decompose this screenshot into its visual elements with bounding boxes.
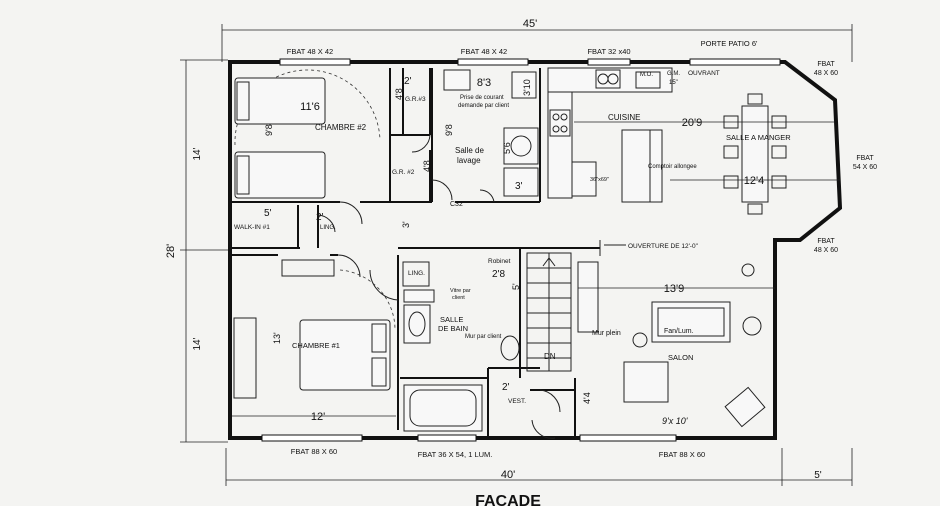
label-gm15: 15" [669,80,678,86]
dim-left-lower: 14' [192,337,203,350]
dim-lav-310: 3'10 [522,79,532,96]
label-mur-plein: Mur plein [592,330,621,337]
dim-lav-56: 5'6 [502,142,512,154]
dim-chambre-1-w: 12' [311,411,325,423]
label-bain-2: DE BAIN [438,324,468,333]
dim-gr3: 2' [404,76,412,87]
label-robinet: Robinet [488,258,511,265]
window-bay-top-size: 48 X 60 [814,70,838,77]
dim-walkin-w: 5' [264,208,272,219]
window-bay-mid-size: 54 X 60 [853,164,877,171]
dim-top-total: 45' [523,18,537,30]
label-dn: DN [544,352,556,361]
dim-vest-w: 2' [502,382,510,393]
label-gm: G.M. [667,71,680,77]
dim-bottom-right: 5' [814,470,822,481]
label-ling1: LING. [320,225,336,231]
window-bay-top: FBAT [817,61,835,68]
dim-cuisine-w: 20'9 [682,117,702,129]
dim-bain-5: 5' [511,283,521,290]
label-comptoir: Comptoir allongee [648,164,697,170]
label-gr3: G.R.#3 [405,96,426,103]
dim-salle-manger: 12'4 [744,175,764,187]
label-lavage-1: Salle de [455,146,484,155]
label-chambre-1: CHAMBRE #1 [292,341,340,350]
window-bay-bot-size: 48 X 60 [814,247,838,254]
dim-chambre-1-h: 13' [272,332,282,344]
window-marks [261,58,781,442]
window-bottom-3: FBAT 88 X 60 [659,450,705,459]
dim-lav-3: 3' [515,181,523,192]
label-mur-client: Mur par client [465,334,502,340]
dining-table [723,93,787,215]
living-furniture [577,240,766,428]
label-chambre-2: CHAMBRE #2 [315,123,367,132]
dim-left-upper: 14' [192,147,203,160]
bathroom-fixtures [402,261,520,432]
window-bottom-1: FBAT 88 X 60 [291,447,337,456]
label-vest: VEST. [508,398,526,405]
label-fan: Fan/Lum. [664,328,694,335]
window-top-3: FBAT 32 x40 [587,47,630,56]
dim-bottom-main: 40' [501,469,515,481]
overall-dimensions: 45' 28' 14' 14' 40' 5' [165,18,853,486]
label-ouverture: OUVERTURE DE 12'-0" [628,243,699,250]
bed-chambre-2 [234,77,326,199]
dim-chambre-2-w: 11'6 [300,101,320,113]
laundry-fixtures [443,69,539,197]
stair [526,252,572,372]
label-vitre-2: client [452,295,465,301]
dim-gr3-h: 4'8 [394,88,404,100]
window-top-1: FBAT 48 X 42 [287,47,333,56]
label-ouvrant: OUVRANT [688,70,720,77]
label-mo: M.O. [640,72,653,78]
label-bain-1: SALLE [440,315,463,324]
door-swings [234,69,561,439]
label-lavage-2: lavage [457,156,481,165]
window-bottom-2: FBAT 36 X 54, 1 LUM. [418,450,493,459]
label-salon: SALON [668,353,693,362]
dim-chambre-2-h: 9'8 [264,124,274,136]
label-fridge: 36"x69" [590,177,609,183]
label-gr2: G.R. #2 [392,169,415,176]
bed-chambre-1 [233,259,391,399]
facade-title: FACADE [475,493,541,506]
dim-gr2-h: 4'8 [422,160,432,172]
dim-ling1-w: 2' [316,212,324,223]
dim-lavage-w: 8'3 [477,77,491,89]
label-vitre-1: Vitre par [450,288,471,294]
label-prise-2: demande par client [458,103,509,109]
window-patio: PORTE PATIO 6' [701,39,758,48]
dim-vest-h: 4'4 [582,392,592,404]
window-top-2: FBAT 48 X 42 [461,47,507,56]
dim-lavage-h: 9'8 [444,124,454,136]
label-ling2: LING. [408,270,425,277]
window-bay-mid: FBAT [856,155,874,162]
label-walkin: WALK-IN #1 [234,224,270,231]
dim-left-total: 28' [165,244,177,258]
dim-hall-3: 3' [401,221,411,228]
dim-robinet: 2'8 [492,269,505,280]
kitchen-fixtures [547,67,673,203]
hand-note: 9'x 10' [662,416,688,426]
label-c32: C32 [450,201,463,208]
label-prise-1: Prise de courant [460,95,504,101]
label-cuisine: CUISINE [608,113,640,122]
window-bay-bot: FBAT [817,238,835,245]
interior-walls [230,68,600,438]
exterior-walls [228,60,843,440]
label-salle-manger: SALLE A MANGER [726,133,791,142]
dim-salon-w: 13'9 [664,283,684,295]
